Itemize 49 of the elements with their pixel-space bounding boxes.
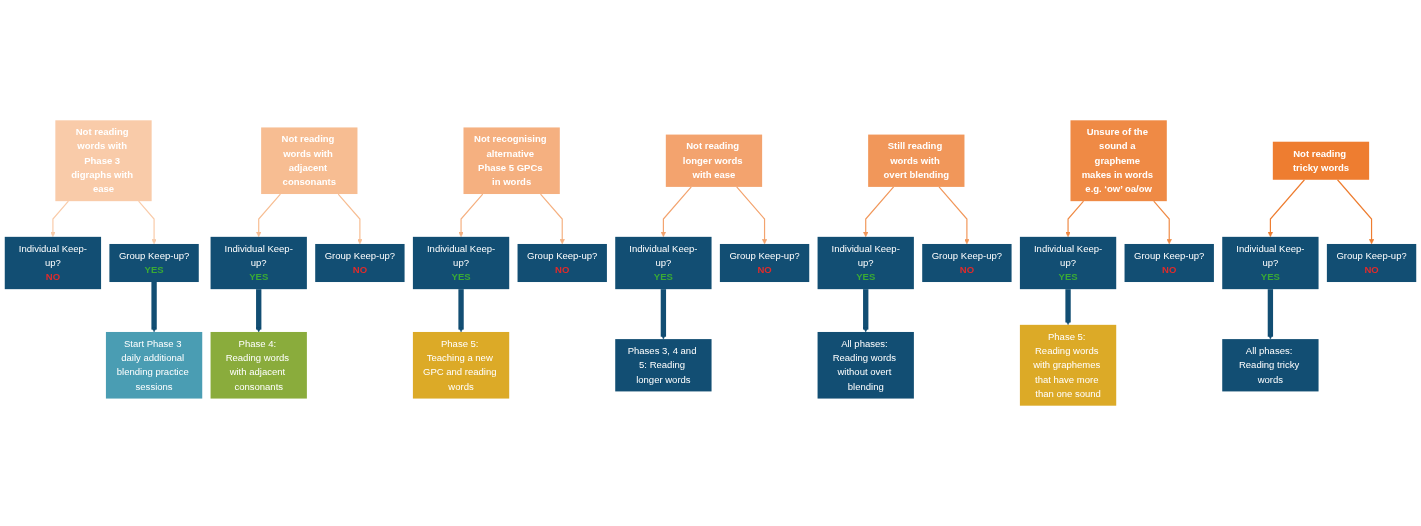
arrow [138, 200, 157, 245]
node-box: Phase 5: Reading words with graphemes that have more than one sound [1019, 324, 1117, 406]
arrow [660, 289, 667, 340]
node-box: Not reading words with Phase 3 digraphs with ease [55, 120, 152, 202]
node-box: Not reading tricky words [1272, 141, 1370, 180]
node-box: Individual Keep-up? YES [817, 236, 914, 290]
node-box: All phases: Reading words without overt blending [817, 331, 914, 399]
node-box: Not reading words with adjacent consonants [261, 127, 358, 195]
node-box: Group Keep-up? NO [1326, 243, 1417, 283]
arrow [1267, 179, 1306, 238]
node-box: Individual Keep-up? NO [4, 236, 102, 290]
node-box: Group Keep-up? NO [517, 243, 607, 283]
node-box: Phase 4: Reading words with adjacent consonants [210, 331, 307, 399]
arrow [539, 193, 565, 245]
arrow [151, 282, 157, 333]
node-box: Phases 3, 4 and 5: Reading longer words [615, 339, 712, 392]
node-box: Individual Keep-up? YES [615, 236, 712, 290]
arrow [863, 289, 869, 333]
arrow [337, 193, 363, 245]
arrow [938, 186, 970, 245]
arrow [1065, 200, 1085, 238]
arrow [863, 186, 895, 238]
node-box: Unsure of the sound a grapheme makes in words e.g. ‘ow’ oa/ow [1070, 120, 1167, 202]
arrow [458, 289, 464, 333]
node-box: Individual Keep-up? YES [210, 236, 307, 290]
node-box: Group Keep-up? NO [1124, 243, 1214, 283]
arrow [1153, 200, 1172, 245]
arrow [1267, 289, 1274, 340]
arrow [50, 200, 69, 238]
node-box: Phase 5: Teaching a new GPC and reading words [412, 331, 510, 399]
node-box: Still reading words with overt blending [868, 134, 965, 187]
arrow [256, 289, 262, 333]
node-box: Individual Keep-up? YES [1019, 236, 1117, 290]
node-box: Group Keep-up? NO [315, 243, 405, 283]
node-box: All phases: Reading tricky words [1222, 339, 1319, 392]
arrow [736, 186, 768, 245]
arrow [458, 193, 484, 238]
arrow [1065, 289, 1071, 326]
node-box: Not reading longer words with ease [665, 134, 763, 187]
node-box: Group Keep-up? YES [109, 243, 199, 283]
node-box: Individual Keep-up? YES [412, 236, 510, 290]
node-box: Individual Keep-up? YES [1222, 236, 1319, 290]
node-box: Not recognising alternative Phase 5 GPCs in words [463, 127, 560, 195]
node-box: Group Keep-up? NO [922, 243, 1012, 283]
arrow [660, 186, 692, 238]
node-box: Start Phase 3 daily additional blending practice sessions [105, 331, 203, 399]
arrow [256, 193, 281, 238]
node-box: Group Keep-up? NO [719, 243, 810, 283]
arrow [1336, 179, 1375, 245]
